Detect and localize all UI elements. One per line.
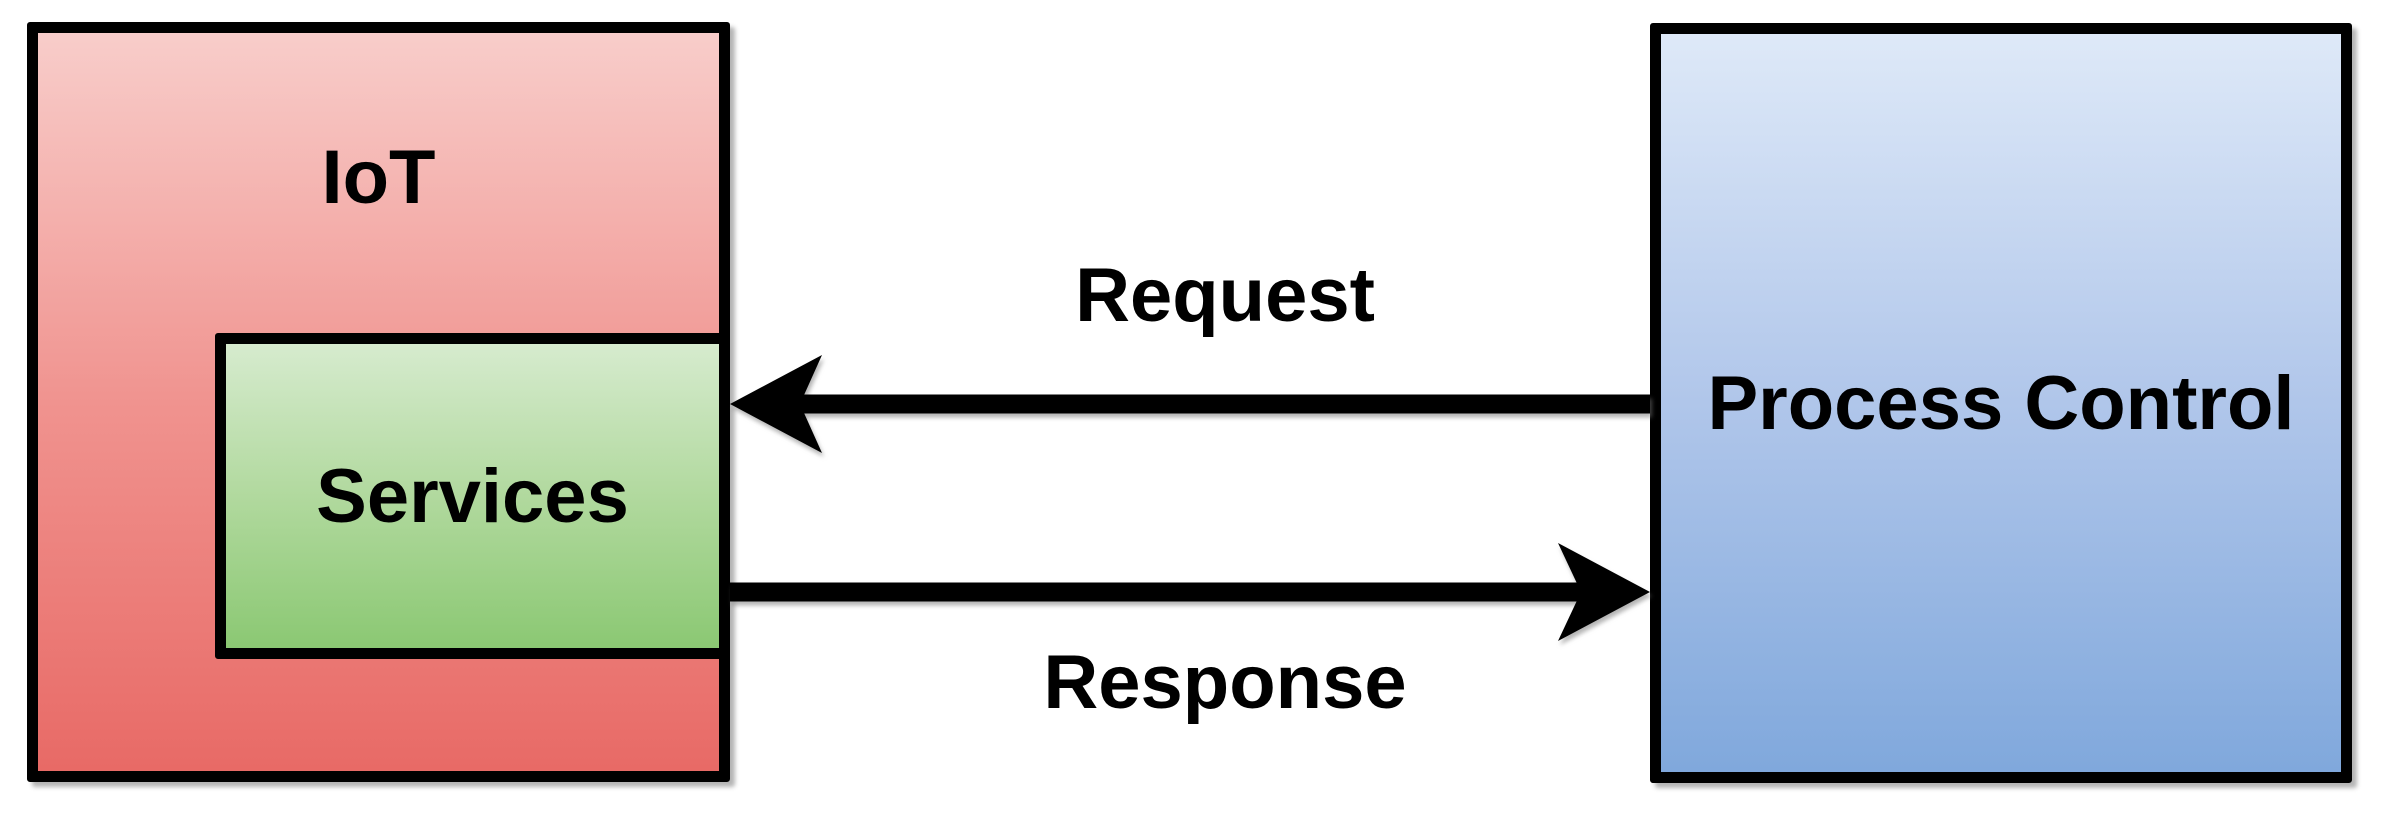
response-arrow-label: Response [1043, 640, 1407, 725]
process-control-box-label: Process Control [1707, 360, 2295, 446]
iot-box-label: IoT [321, 135, 436, 220]
request-arrow-shaft [796, 394, 1650, 414]
services-box: Services [215, 333, 730, 659]
response-arrowhead-right-icon [1558, 543, 1650, 641]
response-arrow-shaft [730, 582, 1584, 602]
request-arrow-label: Request [1075, 253, 1375, 338]
request-arrow [730, 355, 1650, 453]
response-arrow [730, 543, 1650, 641]
services-box-label: Services [316, 453, 629, 539]
process-control-box: Process Control [1650, 23, 2352, 783]
request-arrowhead-left-icon [730, 355, 822, 453]
